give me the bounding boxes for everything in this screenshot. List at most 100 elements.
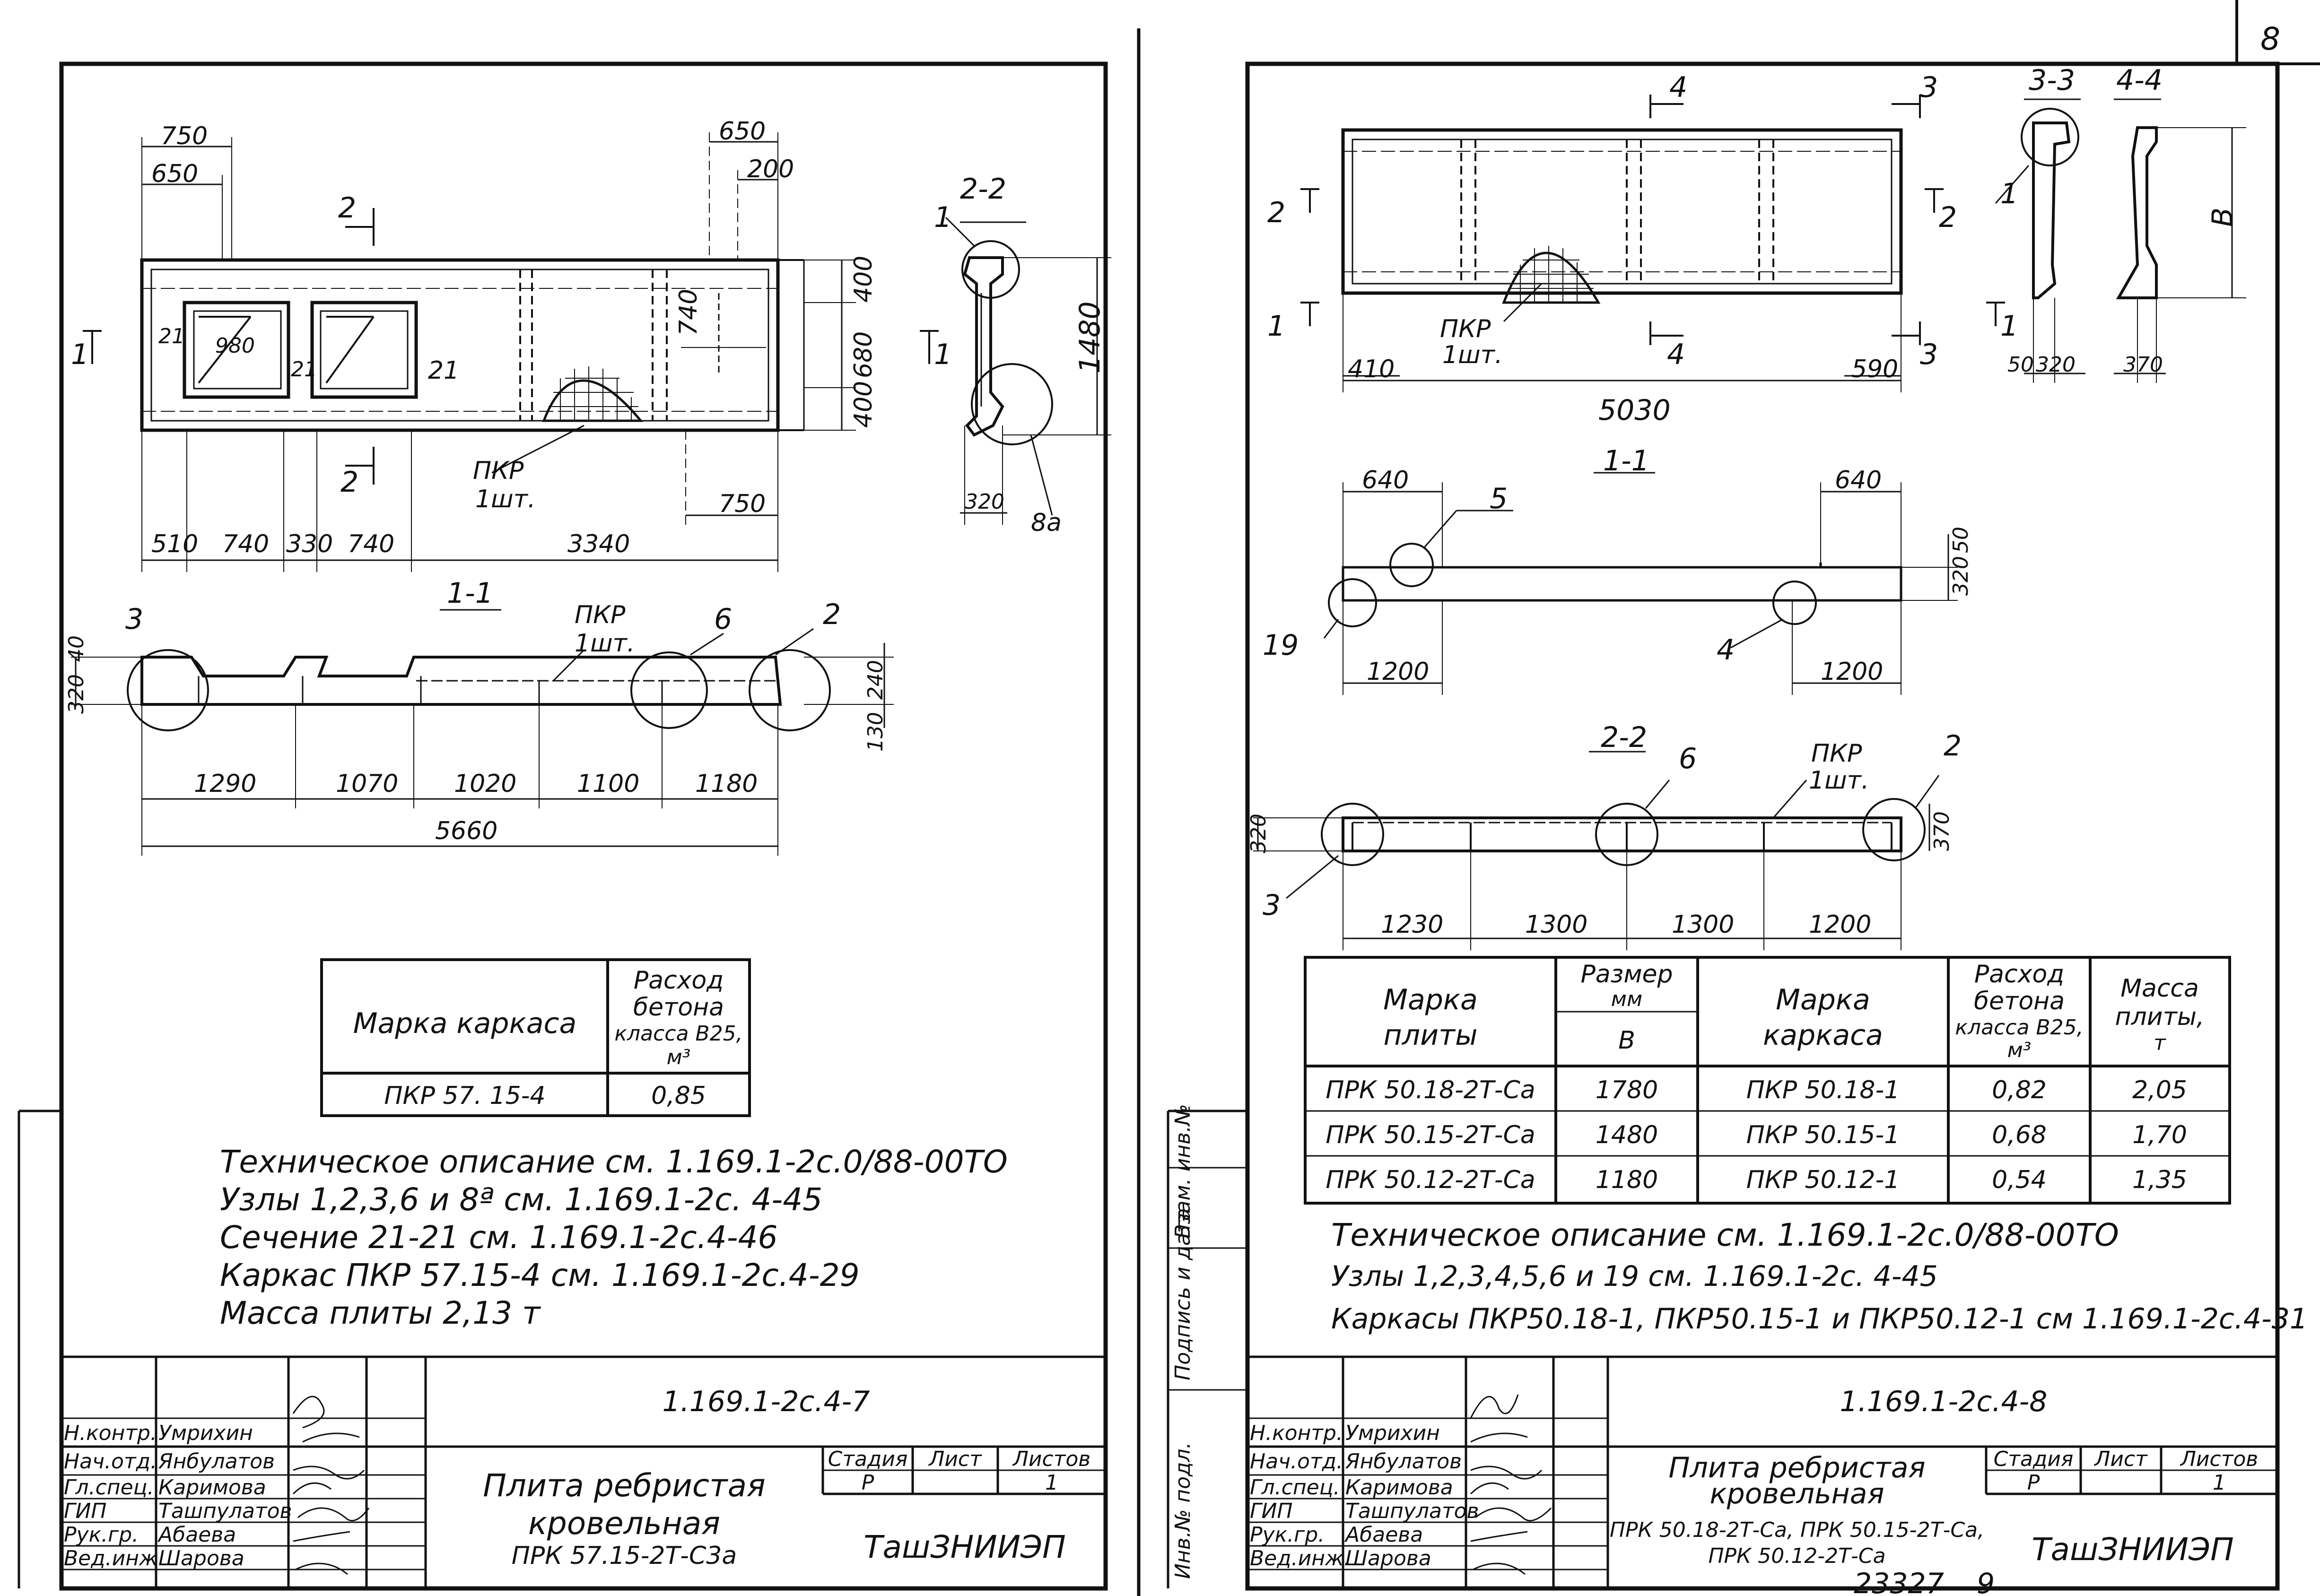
table-cell: 0,85 [651, 1082, 706, 1110]
section-mark: 2 [1939, 201, 1957, 234]
stamp-name: Янбулатов [1345, 1449, 1462, 1474]
dim-label: 3340 [567, 530, 630, 558]
stamp-sheets-header: Листов [1012, 1447, 1091, 1471]
sheet1-frame [59, 61, 1108, 1591]
table-header: каркаса [1763, 1019, 1883, 1052]
dim-label: 750 [161, 122, 208, 150]
dim-label: 1300 [1525, 911, 1588, 939]
dim-label: 410 [1348, 355, 1395, 383]
node-number: 3 [1263, 889, 1281, 922]
dim-label: 1200 [1367, 658, 1430, 686]
section-mark: 2 [340, 466, 359, 499]
component-label: 1шт. [475, 485, 536, 513]
sheet2-table-grid [1304, 956, 2231, 1205]
node-number: 1 [2000, 177, 2019, 210]
stamp-role: Рук.гр. [64, 1523, 139, 1547]
stamp-org: ТашЗНИИЭП [2032, 1531, 2234, 1568]
stamp-sheet-header: Лист [2094, 1447, 2147, 1471]
stamp-code: 1.169.1-2с.4-7 [662, 1385, 870, 1418]
stamp-name: Шарова [1345, 1546, 1431, 1570]
sheet1-section-2-2 [945, 217, 1111, 525]
stamp-name: Умрихин [1345, 1421, 1440, 1445]
stamp-stage: Р [2027, 1471, 2040, 1495]
dim-label: 1230 [1381, 911, 1444, 939]
table-header: Марка [1383, 983, 1478, 1016]
dim-label: 1300 [1672, 911, 1735, 939]
archive-page: 9 [1977, 1567, 1995, 1596]
stamp-sheets: 1 [1045, 1471, 1058, 1495]
dim-label: 740 [348, 530, 395, 558]
stamp-org: ТашЗНИИЭП [863, 1529, 1066, 1565]
stamp-role: Вед.инж. [64, 1546, 165, 1570]
table-header: т [2154, 1031, 2166, 1055]
section-mark: 3 [1920, 71, 1938, 104]
node-number: 6 [1679, 742, 1697, 775]
sheet2-section-2-2 [1253, 751, 1940, 950]
node-number: 2 [1944, 729, 1962, 763]
component-label: ПКР [1811, 739, 1862, 768]
component-label: ПКР [1440, 315, 1491, 343]
dim-label: 1200 [1821, 658, 1884, 686]
section-mark: 21 [428, 356, 460, 385]
table-cell: ПКР 50.12-1 [1746, 1166, 1900, 1194]
table-cell: ПРК 50.15-2Т-Са [1326, 1121, 1535, 1149]
stamp-role: ГИП [1250, 1499, 1293, 1523]
stamp-role: Гл.спец. [1250, 1475, 1340, 1500]
table-header: Размер [1580, 960, 1673, 989]
stamp-name: Каримова [1345, 1475, 1453, 1500]
stamp-title: кровельная [528, 1505, 721, 1542]
sheet2-sections-3-3-4-4 [1995, 98, 2246, 383]
section-mark: 21 [291, 357, 317, 382]
table-cell: 1,35 [2132, 1166, 2187, 1194]
stamp-stage-header: Стадия [1993, 1447, 2074, 1471]
dim-label: 370 [1930, 811, 1954, 851]
section-mark: 1 [71, 338, 89, 371]
dim-label: 200 [747, 155, 794, 183]
section-mark: 1 [934, 338, 952, 371]
sheet1-section-1-1 [71, 609, 894, 856]
dim-label: 320 [2036, 353, 2076, 377]
node-number: 19 [1263, 629, 1299, 662]
dim-label: 50 [2007, 353, 2034, 377]
side-stamp-label: Инв.№ подл. [1171, 1442, 1195, 1579]
dim-label: 320 [965, 490, 1004, 514]
stamp-title: кровельная [1709, 1477, 1884, 1510]
note-line: Техническое описание см. 1.169.1-2с.0/88… [220, 1144, 1008, 1180]
stamp-stage: Р [861, 1471, 874, 1495]
section-title: 2-2 [960, 173, 1006, 206]
dim-label: 1180 [695, 770, 758, 798]
stamp-code: 1.169.1-2с.4-8 [1840, 1385, 2048, 1418]
dim-label: 130 [863, 712, 888, 752]
dim-label: 510 [151, 530, 199, 558]
table-cell: 1780 [1595, 1076, 1658, 1104]
stamp-title: ПРК 50.18-2Т-Са, ПРК 50.15-2Т-Са, [1609, 1518, 1985, 1542]
stamp-title: Плита ребристая [483, 1467, 766, 1504]
section-mark: 2 [338, 191, 357, 225]
stamp-title: Плита ребристая [1668, 1451, 1926, 1484]
sheet1-plan-view [83, 132, 939, 572]
component-label: 1шт. [1442, 341, 1503, 369]
dim-label: 370 [2123, 353, 2163, 377]
dim-label: 740 [222, 530, 270, 558]
section-mark: 4 [1669, 71, 1688, 104]
dim-label: 320 [1247, 814, 1271, 853]
dim-label: 1020 [454, 770, 517, 798]
table-cell: ПРК 50.18-2Т-Са [1326, 1076, 1535, 1104]
table-cell: 0,54 [1992, 1166, 2047, 1194]
dim-label: 640 [1835, 466, 1882, 494]
table-header: Марка каркаса [353, 1007, 577, 1040]
section-mark: 2 [1267, 196, 1286, 229]
stamp-title: ПРК 50.12-2Т-Са [1708, 1544, 1886, 1568]
sheet2-plan-view [1300, 95, 2005, 392]
section-mark: 1 [1267, 310, 1286, 343]
section-mark: 3 [1920, 338, 1938, 371]
section-title: 3-3 [2029, 64, 2075, 97]
stamp-name: Ташпулатов [158, 1499, 292, 1523]
table-cell: 0,68 [1992, 1121, 2047, 1149]
table-cell: ПКР 50.18-1 [1746, 1076, 1900, 1104]
dim-label: 5660 [435, 817, 498, 845]
stamp-role: Н.контр. [1250, 1421, 1343, 1445]
stamp-name: Умрихин [158, 1421, 253, 1445]
dim-label: 400 [849, 381, 878, 428]
stamp-title: ПРК 57.15-2Т-С3а [511, 1542, 737, 1570]
